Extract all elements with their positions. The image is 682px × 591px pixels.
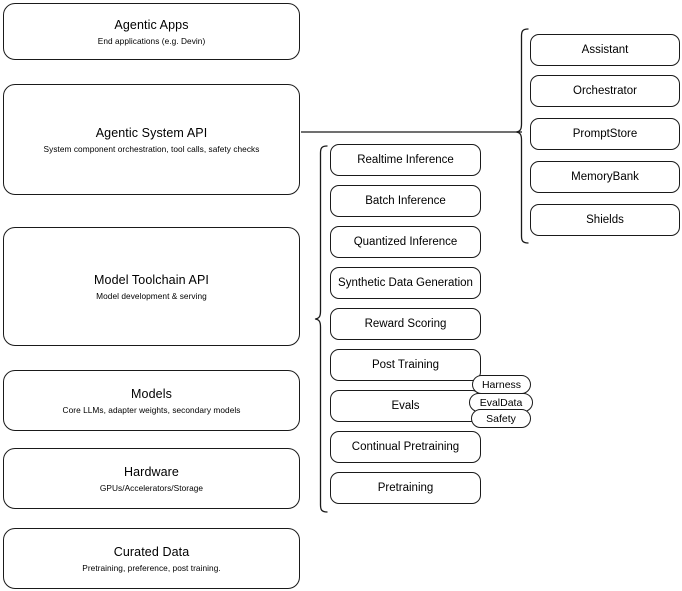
layer-subtitle: GPUs/Accelerators/Storage xyxy=(99,482,204,493)
layer-subtitle: Core LLMs, adapter weights, secondary mo… xyxy=(62,404,241,415)
tag-harness[interactable]: Harness xyxy=(472,375,531,394)
node-promptstore[interactable]: PromptStore xyxy=(530,118,680,150)
layer-curated-data[interactable]: Curated Data Pretraining, preference, po… xyxy=(3,528,300,589)
node-post-training[interactable]: Post Training xyxy=(330,349,481,381)
node-synthetic-data-generation[interactable]: Synthetic Data Generation xyxy=(330,267,481,299)
node-reward-scoring[interactable]: Reward Scoring xyxy=(330,308,481,340)
node-shields[interactable]: Shields xyxy=(530,204,680,236)
brace-agentic-system xyxy=(515,28,529,244)
layer-agentic-apps[interactable]: Agentic Apps End applications (e.g. Devi… xyxy=(3,3,300,60)
layer-model-toolchain-api[interactable]: Model Toolchain API Model development & … xyxy=(3,227,300,346)
node-batch-inference[interactable]: Batch Inference xyxy=(330,185,481,217)
node-memorybank[interactable]: MemoryBank xyxy=(530,161,680,193)
node-realtime-inference[interactable]: Realtime Inference xyxy=(330,144,481,176)
layer-subtitle: Model development & serving xyxy=(96,290,207,301)
layer-agentic-system-api[interactable]: Agentic System API System component orch… xyxy=(3,84,300,195)
node-orchestrator[interactable]: Orchestrator xyxy=(530,75,680,107)
layer-title: Hardware xyxy=(124,464,179,479)
node-pretraining[interactable]: Pretraining xyxy=(330,472,481,504)
layer-models[interactable]: Models Core LLMs, adapter weights, secon… xyxy=(3,370,300,431)
layer-title: Model Toolchain API xyxy=(94,272,209,287)
layer-title: Agentic Apps xyxy=(114,17,189,32)
layer-hardware[interactable]: Hardware GPUs/Accelerators/Storage xyxy=(3,448,300,509)
layer-title: Curated Data xyxy=(113,544,190,559)
layer-subtitle: System component orchestration, tool cal… xyxy=(43,143,260,154)
layer-title: Models xyxy=(131,386,172,401)
brace-model-toolchain xyxy=(314,145,328,513)
layer-subtitle: End applications (e.g. Devin) xyxy=(97,35,206,46)
layer-title: Agentic System API xyxy=(95,125,208,140)
node-assistant[interactable]: Assistant xyxy=(530,34,680,66)
node-continual-pretraining[interactable]: Continual Pretraining xyxy=(330,431,481,463)
node-quantized-inference[interactable]: Quantized Inference xyxy=(330,226,481,258)
tag-safety[interactable]: Safety xyxy=(471,409,531,428)
layer-subtitle: Pretraining, preference, post training. xyxy=(82,562,221,573)
node-evals[interactable]: Evals xyxy=(330,390,481,422)
